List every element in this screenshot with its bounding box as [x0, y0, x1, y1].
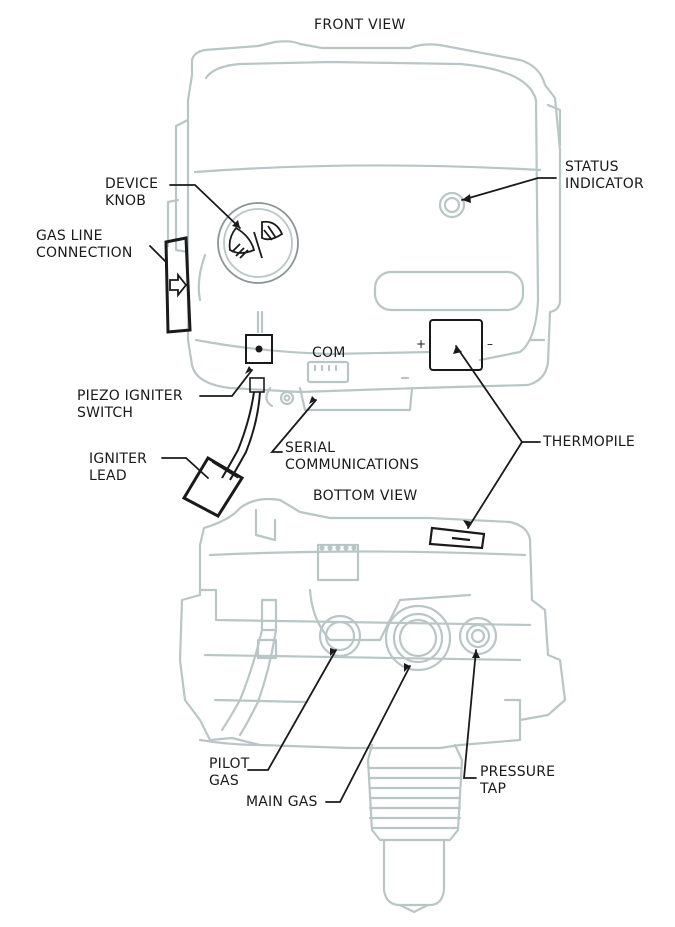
- igniter-lead-label-line1: IGNITER: [89, 451, 148, 467]
- device-knob-label-line1: DEVICE: [105, 176, 159, 192]
- device-knob-label-line2: KNOB: [105, 193, 147, 209]
- gas-line-connection-label-line2: CONNECTION: [36, 245, 133, 261]
- serial-communications-label: SERIAL COMMUNICATIONS: [285, 440, 419, 474]
- thermopile-bottom-shape: [428, 526, 486, 550]
- pilot-gas-label: PILOT GAS: [209, 756, 249, 790]
- serial-communications-label-line1: SERIAL: [285, 440, 336, 456]
- gas-line-connection-label-line1: GAS LINE: [36, 228, 103, 244]
- leader-lines: [149, 177, 557, 803]
- bottom-view-title: BOTTOM VIEW: [313, 488, 418, 504]
- device-knob-shape: [217, 202, 299, 284]
- igniter-lead-shape: [181, 377, 265, 518]
- gas-line-connection-shape: [164, 236, 192, 334]
- igniter-lead-label-line2: LEAD: [89, 468, 127, 484]
- device-knob-label: DEVICE KNOB: [105, 176, 158, 210]
- thermopile-minus-label: –: [487, 337, 494, 351]
- piezo-switch-shape: [245, 334, 273, 364]
- pressure-tap-label: PRESSURE TAP: [480, 764, 555, 798]
- thermopile-plus-label: +: [416, 337, 427, 351]
- front-view-title: FRONT VIEW: [314, 17, 406, 33]
- pilot-gas-label-line2: GAS: [209, 773, 239, 789]
- serial-communications-label-line2: COMMUNICATIONS: [285, 457, 419, 473]
- status-indicator-label-line1: STATUS: [565, 159, 619, 175]
- main-gas-label: MAIN GAS: [246, 794, 318, 810]
- bottom-body-outline: [178, 497, 567, 750]
- status-indicator-label-line2: INDICATOR: [565, 176, 644, 192]
- pressure-tap-label-line1: PRESSURE: [480, 764, 556, 780]
- thermopile-label: THERMOPILE: [543, 434, 635, 450]
- piezo-igniter-switch-label-line2: SWITCH: [77, 405, 134, 421]
- front-body-outline: [186, 40, 562, 394]
- leader-arrowheads: [232, 194, 480, 672]
- thermopile-front-shape: [429, 319, 483, 371]
- piezo-igniter-switch-label: PIEZO IGNITER SWITCH: [77, 388, 183, 422]
- status-indicator-label: STATUS INDICATOR: [565, 159, 644, 193]
- igniter-lead-label: IGNITER LEAD: [89, 451, 147, 485]
- gas-line-connection-label: GAS LINE CONNECTION: [36, 228, 133, 262]
- pilot-gas-label-line1: PILOT: [209, 756, 250, 772]
- pressure-tap-label-line2: TAP: [480, 781, 507, 797]
- com-label: COM: [312, 345, 346, 361]
- piezo-igniter-switch-label-line1: PIEZO IGNITER: [77, 388, 183, 404]
